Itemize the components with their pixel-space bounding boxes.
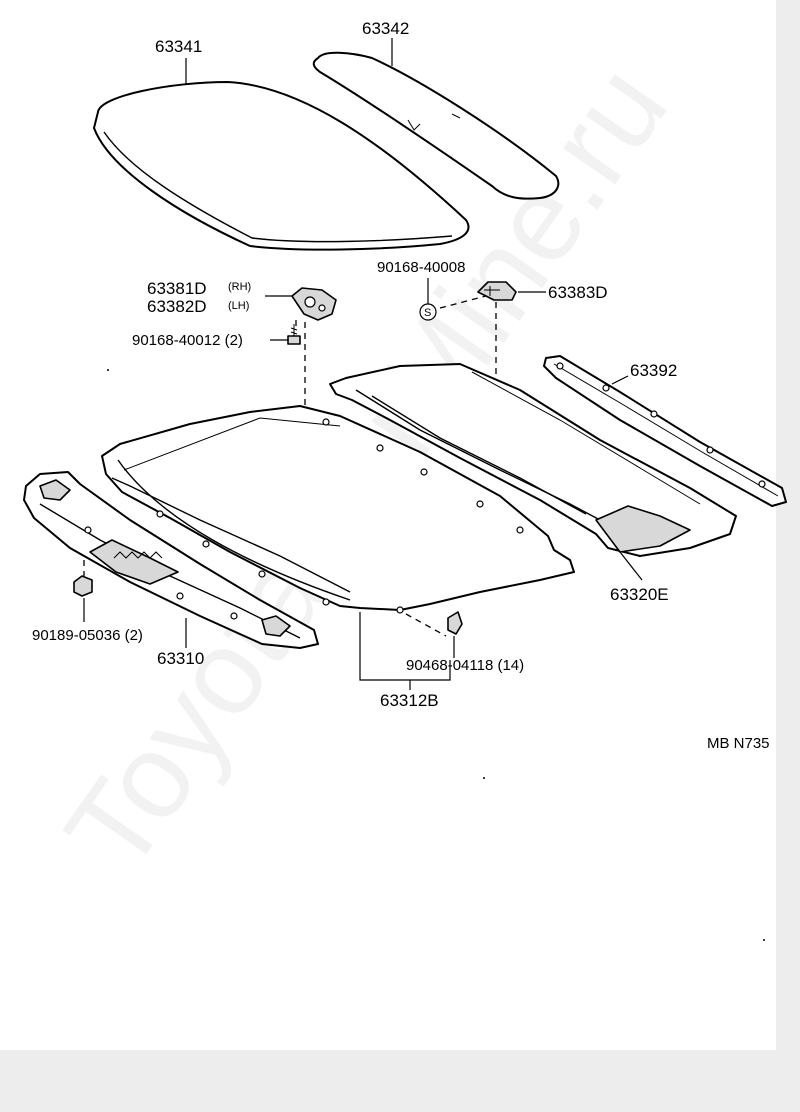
label-63383d[interactable]: 63383D: [548, 283, 608, 302]
speck: [483, 777, 485, 779]
part-63342-strip[interactable]: [312, 51, 560, 200]
clip-90189-05036[interactable]: [73, 575, 93, 597]
label-63312b[interactable]: 63312B: [380, 691, 439, 710]
label-90168-40008[interactable]: 90168-40008: [377, 259, 465, 276]
label-63320e[interactable]: 63320E: [610, 585, 669, 604]
speck: [107, 369, 109, 371]
part-63312b-headliner[interactable]: [101, 405, 575, 614]
label-63392[interactable]: 63392: [630, 361, 677, 380]
part-63341-panel[interactable]: [93, 81, 470, 251]
screw-90168-40012[interactable]: [287, 324, 301, 345]
part-63320e-panel[interactable]: [329, 363, 737, 557]
part-63392-rail[interactable]: [543, 355, 787, 507]
label-63310[interactable]: 63310: [157, 649, 204, 668]
s-symbol-marker: S: [419, 303, 437, 321]
label-rh: (RH): [228, 281, 251, 293]
dash-clip-90468: [405, 613, 447, 637]
label-63341[interactable]: 63341: [155, 37, 202, 56]
leader-63392: [611, 375, 629, 385]
bottom-margin-strip: [0, 1050, 800, 1112]
svg-text:S: S: [424, 307, 431, 319]
part-63383d-clip[interactable]: [477, 281, 517, 301]
leader-63312b: [359, 612, 451, 681]
dash-s-to-63383d: [439, 295, 487, 309]
label-63342[interactable]: 63342: [362, 19, 409, 38]
leader-63320e: [619, 551, 643, 581]
speck: [763, 939, 765, 941]
label-90468-04118[interactable]: 90468-04118 (14): [406, 657, 524, 674]
part-63310-trim[interactable]: [23, 471, 319, 649]
clip-90468-04118[interactable]: [447, 611, 463, 635]
label-90189-05036[interactable]: 90189-05036 (2): [32, 627, 143, 644]
label-lh: (LH): [228, 300, 249, 312]
label-63382d[interactable]: 63382D: [147, 297, 207, 316]
label-90168-40012[interactable]: 90168-40012 (2): [132, 332, 243, 349]
label-63381d[interactable]: 63381D: [147, 279, 207, 298]
part-63381d-bracket[interactable]: [291, 287, 337, 321]
diagram-code: MB N735: [707, 735, 770, 752]
right-margin-strip: [776, 0, 800, 1050]
